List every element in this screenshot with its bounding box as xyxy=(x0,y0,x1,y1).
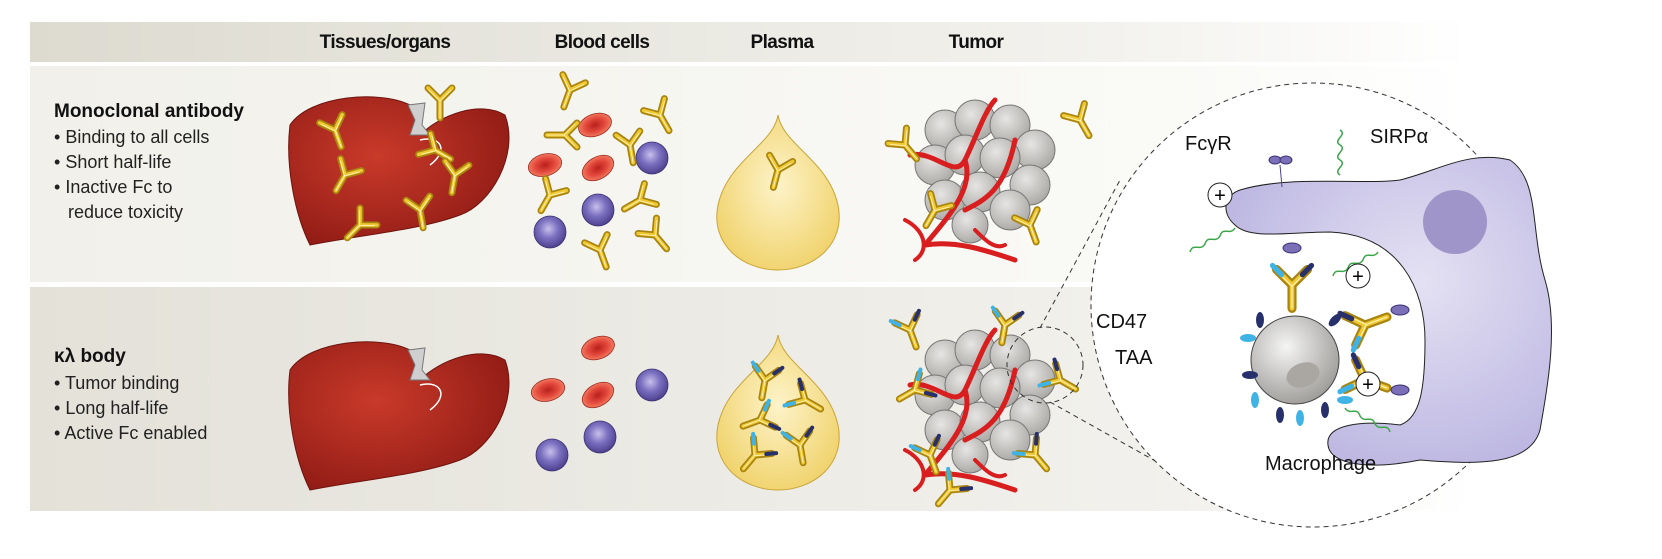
macrophage-nucleus xyxy=(1423,190,1487,254)
zoom-line xyxy=(1049,401,1226,501)
taa-marker xyxy=(1242,371,1258,379)
zoom-source-circle xyxy=(1006,326,1084,404)
sirpa-receptor xyxy=(1189,227,1236,253)
row1-bullet-continued: reduce toxicity xyxy=(68,202,183,222)
mechanism-inset: + + + FcγR SIRPα CD47 TAA Macrophage xyxy=(1090,82,1552,528)
zoom-line xyxy=(1039,179,1121,329)
row1-bullet: • Binding to all cells xyxy=(54,127,209,147)
label-macrophage: Macrophage xyxy=(1265,453,1376,475)
sirpa-receptor xyxy=(1344,407,1391,433)
row2-title: κλ body xyxy=(54,346,126,367)
row1-bullet: • Short half-life xyxy=(54,152,171,172)
label-sirpa: SIRPα xyxy=(1370,126,1428,148)
row1-bullet: • Inactive Fc to xyxy=(54,177,172,197)
activation-plus-badge: + xyxy=(1355,371,1381,397)
svg-text:+: + xyxy=(1362,374,1374,396)
row1-title: Monoclonal antibody xyxy=(54,101,244,122)
row2-bullet: • Active Fc enabled xyxy=(54,423,207,443)
tumor-cell xyxy=(1250,315,1340,405)
sirpa-receptor xyxy=(1337,129,1343,176)
fcgr-receptor xyxy=(1268,155,1282,165)
svg-text:+: + xyxy=(1214,185,1226,207)
header-band xyxy=(30,22,1470,62)
label-cd47: CD47 xyxy=(1096,311,1147,333)
header-tumor: Tumor xyxy=(949,32,1005,53)
row2-bullet: • Tumor binding xyxy=(54,373,179,393)
header-tissues-organs: Tissues/organs xyxy=(320,32,451,53)
row2-bullet: • Long half-life xyxy=(54,398,168,418)
cd47-marker xyxy=(1240,334,1256,342)
header-blood-cells: Blood cells xyxy=(555,32,650,53)
activation-plus-badge: + xyxy=(1345,263,1371,289)
label-fcgr: FcγR xyxy=(1185,133,1232,155)
fcgr-stalk xyxy=(1279,164,1283,188)
activation-plus-badge: + xyxy=(1207,182,1233,208)
header-plasma: Plasma xyxy=(751,32,815,53)
svg-text:+: + xyxy=(1352,266,1364,288)
label-taa: TAA xyxy=(1115,347,1153,369)
sirpa-receptor xyxy=(1332,251,1379,277)
tumor-cell-nucleus xyxy=(1286,362,1320,388)
